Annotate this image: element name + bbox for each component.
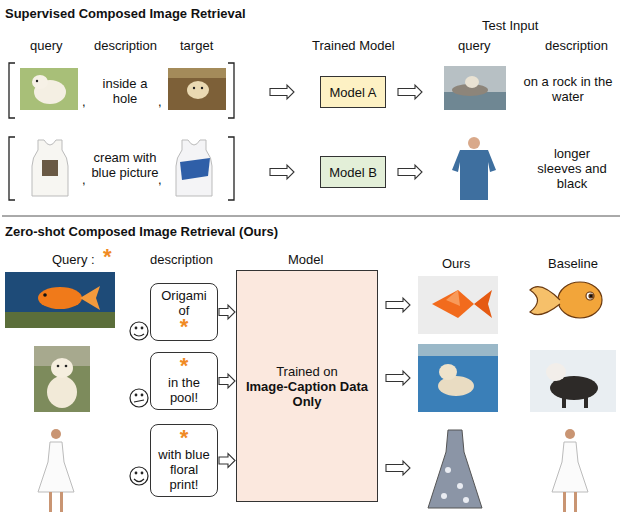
node-text: Model A (330, 85, 377, 100)
text-label: Test Input (482, 18, 538, 33)
photo-origami-fish (418, 276, 498, 334)
smiley-icon (130, 322, 148, 485)
text-label: Model (288, 252, 323, 267)
text-label: , (82, 94, 86, 109)
node-text: Origami of (155, 288, 213, 318)
node-text: in the pool! (155, 375, 213, 405)
photo-dog-pool (418, 344, 498, 412)
section-heading: Zero-shot Composed Image Retrieval (Ours… (5, 224, 278, 239)
bracket (9, 63, 234, 200)
text-label: , (158, 94, 162, 109)
text-label: Ours (442, 256, 470, 271)
photo-white-dress (38, 429, 74, 512)
photo-puppy (20, 68, 78, 110)
text-label: description (545, 38, 608, 53)
photo-dog-rock (444, 66, 506, 110)
text-label: cream with blue picture (90, 150, 160, 180)
model-box: Model A (320, 76, 386, 108)
photo-collie (530, 350, 616, 412)
photo-tank-blue (176, 140, 212, 196)
speech-bubble: *in the pool! (150, 352, 218, 410)
section-heading: Supervised Composed Image Retrieval (5, 6, 246, 21)
photo-blue-tshirt (452, 137, 496, 200)
node-text: Model B (329, 165, 377, 180)
text-label: query (30, 38, 63, 53)
text-label: description (150, 252, 213, 267)
text-label: on a rock in the water (522, 74, 614, 104)
text-label: inside a hole (94, 76, 156, 106)
block-arrow (219, 454, 235, 468)
text-label: , (82, 172, 86, 187)
text-label: Query : (52, 252, 95, 267)
separator-line (2, 216, 620, 217)
text-label: description (94, 38, 157, 53)
node-text: Image-Caption Data Only (241, 379, 373, 409)
model-box: Model B (320, 156, 386, 188)
query-marker: * (180, 429, 189, 447)
query-marker: * (180, 357, 189, 375)
photo-plain-dress (552, 429, 588, 512)
text-label: longer sleeves and black (536, 146, 608, 191)
node-text: Trained on (276, 364, 338, 379)
text-label: , (158, 172, 162, 187)
photo-floral-dress (428, 430, 482, 508)
speech-bubble: *with blue floral print! (150, 424, 218, 497)
photo-dog-hole (168, 68, 226, 110)
model-box: Trained onImage-Caption Data Only (236, 270, 378, 502)
block-arrow (219, 374, 235, 388)
query-marker: * (180, 318, 189, 336)
photo-goldfish (5, 272, 115, 328)
cartoon-goldfish (530, 282, 602, 318)
photo-white-dog (34, 346, 90, 412)
text-label: Baseline (548, 256, 598, 271)
text-label: query (458, 38, 491, 53)
photo-tank-top (32, 140, 68, 196)
speech-bubble: Origami of* (150, 283, 218, 341)
node-text: with blue floral print! (155, 447, 213, 492)
text-label: Trained Model (312, 38, 395, 53)
query-marker: * (103, 247, 112, 267)
block-arrow (219, 305, 235, 319)
text-label: target (180, 38, 213, 53)
